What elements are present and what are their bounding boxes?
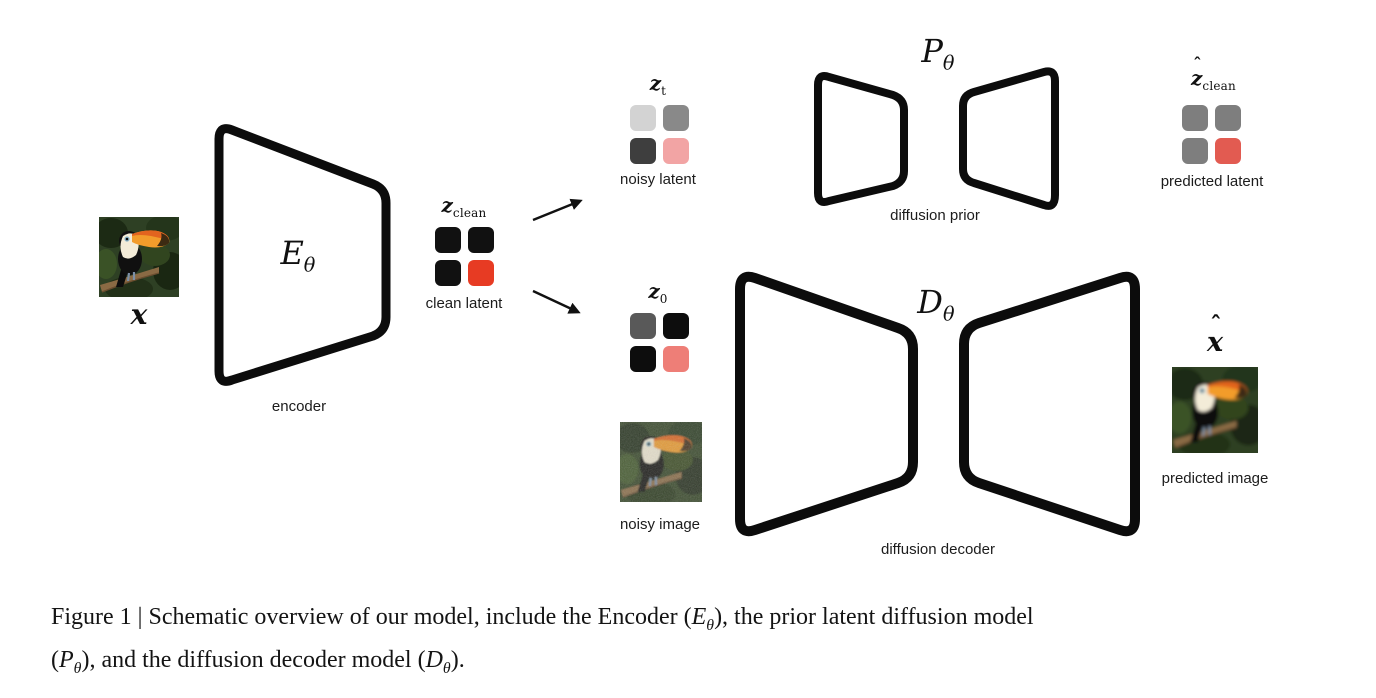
caption-segment: P xyxy=(59,646,74,673)
caption-segment: ). xyxy=(450,646,465,673)
latent-cell xyxy=(630,346,656,372)
latent-cell xyxy=(468,227,494,253)
math-z: z xyxy=(648,279,660,303)
decoder-encoder-trapezoid xyxy=(735,271,918,537)
arrow-to-noisy-image xyxy=(532,289,581,314)
decoder-math-label: Dθ xyxy=(901,283,971,325)
latent-cell xyxy=(1182,138,1208,164)
latent-cell xyxy=(630,138,656,164)
latent-cell xyxy=(435,227,461,253)
caption-segment: E xyxy=(691,604,707,630)
clean-latent-label: clean latent xyxy=(425,295,503,312)
math-E: E xyxy=(280,234,304,272)
math-z: z xyxy=(649,71,662,95)
noisy-image-label: noisy image xyxy=(619,516,701,533)
blurred-toucan-illustration xyxy=(1172,367,1258,453)
math-clean-sub: clean xyxy=(1202,79,1236,93)
diffusion-prior-label: diffusion prior xyxy=(890,207,980,224)
latent-cell xyxy=(468,260,494,286)
prior-decoder-trapezoid xyxy=(959,67,1059,210)
math-x: x xyxy=(1206,327,1224,358)
latent-cell xyxy=(663,138,689,164)
noisy-latent-label: noisy latent xyxy=(620,171,696,188)
caption-segment: D xyxy=(425,646,443,673)
math-z: z xyxy=(1191,66,1203,90)
encoder-trapezoid xyxy=(214,124,391,386)
latent-cell xyxy=(663,105,689,131)
noisy-toucan-image xyxy=(620,422,702,502)
clean-latent-grid xyxy=(435,227,494,286)
diffusion-decoder-label: diffusion decoder xyxy=(881,541,995,558)
toucan-illustration xyxy=(99,217,179,297)
caption-segment: θ xyxy=(442,659,451,677)
math-theta-sub: θ xyxy=(303,253,316,277)
noisy-latent-math-label: zt xyxy=(628,71,688,98)
math-t-sub: t xyxy=(661,84,667,98)
latent-cell xyxy=(630,105,656,131)
caption-segment: ( xyxy=(51,646,59,673)
prior-encoder-trapezoid xyxy=(814,72,908,206)
caption-line-1: Figure 1 | Schematic overview of our mod… xyxy=(51,600,1341,643)
encoder-label: encoder xyxy=(271,398,327,415)
arrow-to-noisy-latent xyxy=(532,198,583,222)
input-toucan-image xyxy=(99,217,179,297)
hat-accent: ˆ xyxy=(1193,55,1202,76)
math-x: x xyxy=(130,298,148,331)
math-z: z xyxy=(441,193,453,217)
noisy-toucan-illustration xyxy=(620,422,702,502)
clean-latent-math-label: zclean xyxy=(424,193,504,220)
encoder-math-label: Eθ xyxy=(263,234,333,276)
latent-cell xyxy=(663,313,689,339)
latent-cell xyxy=(1215,105,1241,131)
z0-latent-math-label: z0 xyxy=(628,279,688,306)
predicted-latent-label: predicted latent xyxy=(1160,173,1264,190)
math-P: P xyxy=(921,32,943,70)
predicted-image-label: predicted image xyxy=(1161,470,1269,487)
predicted-toucan-image xyxy=(1172,367,1258,453)
figure-caption: Figure 1 | Schematic overview of our mod… xyxy=(51,600,1341,686)
predicted-latent-grid xyxy=(1182,105,1241,164)
latent-cell xyxy=(1215,138,1241,164)
caption-segment: θ xyxy=(706,616,715,634)
prior-math-label: Pθ xyxy=(903,32,973,74)
math-clean-sub: clean xyxy=(452,206,487,220)
math-theta-sub: θ xyxy=(942,51,955,75)
caption-segment: ), and the diffusion decoder model ( xyxy=(81,646,426,673)
caption-segment: θ xyxy=(73,659,82,677)
branch-arrows xyxy=(532,198,583,314)
caption-segment: ), the prior latent diffusion model xyxy=(714,604,1034,630)
latent-cell xyxy=(435,260,461,286)
math-zero-sub: 0 xyxy=(659,292,668,306)
latent-cell xyxy=(1182,105,1208,131)
decoder-decoder-trapezoid xyxy=(959,271,1140,537)
math-theta-sub: θ xyxy=(942,302,955,326)
noisy-latent-grid xyxy=(630,105,689,164)
latent-cell xyxy=(663,346,689,372)
caption-line-2: (Pθ), and the diffusion decoder model (D… xyxy=(51,643,1341,686)
hat-accent: ˆ xyxy=(1210,312,1222,340)
latent-cell xyxy=(630,313,656,339)
math-D: D xyxy=(917,283,943,321)
caption-segment: Figure 1 | Schematic overview of our mod… xyxy=(51,604,692,630)
z0-latent-grid xyxy=(630,313,689,372)
input-image-math-label: x xyxy=(118,298,160,331)
